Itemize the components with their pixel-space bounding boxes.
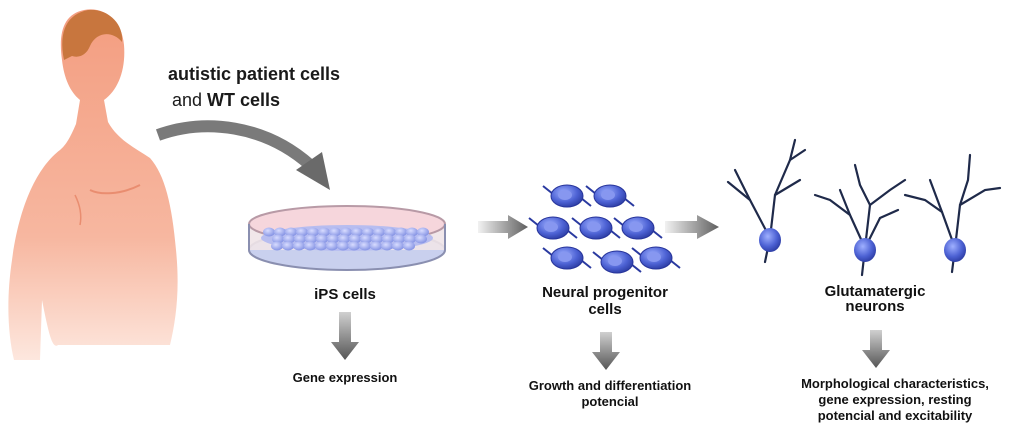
- progenitor-cell: [528, 216, 578, 240]
- dish-cell: [271, 241, 283, 251]
- dish-cell: [381, 241, 393, 251]
- source-wt-cells: WT cells: [207, 90, 281, 110]
- neurons-assay-line2: gene expression, resting: [818, 392, 972, 407]
- dish-cell: [315, 241, 327, 251]
- dish-cell: [337, 241, 349, 251]
- npc-assay-line2: potencial: [581, 394, 639, 409]
- npc-assay-line1: Growth and differentiation: [528, 378, 692, 393]
- dish-cell: [338, 234, 350, 244]
- ips-cells-title: iPS cells: [314, 286, 376, 303]
- source-label-line2: and WT cells: [172, 90, 280, 111]
- progenitor-cell: [613, 216, 663, 240]
- dish-cell: [282, 241, 294, 251]
- progenitor-cell: [571, 216, 621, 240]
- source-autistic: autistic: [168, 64, 232, 84]
- progenitor-cells-icon: [528, 184, 681, 274]
- dish-cell: [294, 234, 306, 244]
- dish-cell: [318, 227, 330, 237]
- dish-cell: [283, 234, 295, 244]
- dish-cell: [340, 227, 352, 237]
- dish-cell: [393, 234, 405, 244]
- progenitor-cell: [585, 184, 635, 208]
- npc-assay: Growth and differentiation potencial: [510, 378, 710, 410]
- dish-cell: [327, 234, 339, 244]
- dish-cell: [349, 234, 361, 244]
- dish-cell: [360, 234, 372, 244]
- curved-arrow-icon: [155, 120, 330, 190]
- npc-title: Neural progenitor cells: [510, 284, 700, 318]
- arrow-right-icon: [478, 215, 528, 239]
- progenitor-cell: [631, 246, 681, 270]
- ips-cells-assay: Gene expression: [292, 370, 398, 385]
- dish-cell: [359, 241, 371, 251]
- dish-cell: [371, 234, 383, 244]
- dish-cell: [403, 241, 415, 251]
- source-patient-cells: patient cells: [231, 64, 341, 84]
- dish-cell: [382, 234, 394, 244]
- dish-cell: [307, 227, 319, 237]
- dish-cell: [395, 227, 407, 237]
- dish-cell: [326, 241, 338, 251]
- dish-cell: [274, 227, 286, 237]
- human-figure-icon: [8, 9, 178, 361]
- neuron-somas: [759, 228, 966, 262]
- dish-cell: [370, 241, 382, 251]
- progenitor-cell: [542, 246, 592, 270]
- dish-cell: [272, 234, 284, 244]
- neurons-icon: [726, 138, 1002, 277]
- neurons-title-line1: Glutamatergic: [824, 283, 926, 300]
- arrow-down-icon: [592, 332, 620, 370]
- neurons-assay-line3: potencial and excitability: [817, 408, 973, 423]
- arrow-down-icon: [331, 312, 359, 360]
- progenitor-cell: [592, 250, 642, 274]
- dish-cell: [348, 241, 360, 251]
- npc-title-line1: Neural progenitor: [542, 284, 668, 301]
- dish-cell: [329, 227, 341, 237]
- neurons-assay-line1: Morphological characteristics,: [801, 376, 989, 391]
- dish-cell: [305, 234, 317, 244]
- dish-cell: [373, 227, 385, 237]
- npc-title-line2: cells: [588, 301, 622, 318]
- dish-cell: [304, 241, 316, 251]
- dish-cell: [263, 227, 275, 237]
- dish-cell: [415, 234, 427, 244]
- dish-cell: [293, 241, 305, 251]
- petri-dish-icon: [248, 205, 446, 271]
- neurons-assay: Morphological characteristics, gene expr…: [770, 376, 1020, 424]
- dish-cell: [362, 227, 374, 237]
- dish-cell: [285, 227, 297, 237]
- dish-cell: [417, 227, 429, 237]
- dish-cell: [351, 227, 363, 237]
- dish-cell: [404, 234, 416, 244]
- arrow-down-icon: [862, 330, 890, 368]
- dish-cell: [316, 234, 328, 244]
- neurons-title: Glutamatergic neurons: [790, 284, 960, 314]
- dish-cell: [392, 241, 404, 251]
- dish-cell: [384, 227, 396, 237]
- source-and: and: [172, 90, 208, 110]
- arrow-right-icon: [665, 215, 719, 239]
- neurons-title-line2: neurons: [845, 298, 905, 315]
- dish-cell: [296, 227, 308, 237]
- source-label-line1: autistic patient cells: [168, 64, 340, 85]
- dish-cell: [406, 227, 418, 237]
- progenitor-cell: [542, 184, 592, 208]
